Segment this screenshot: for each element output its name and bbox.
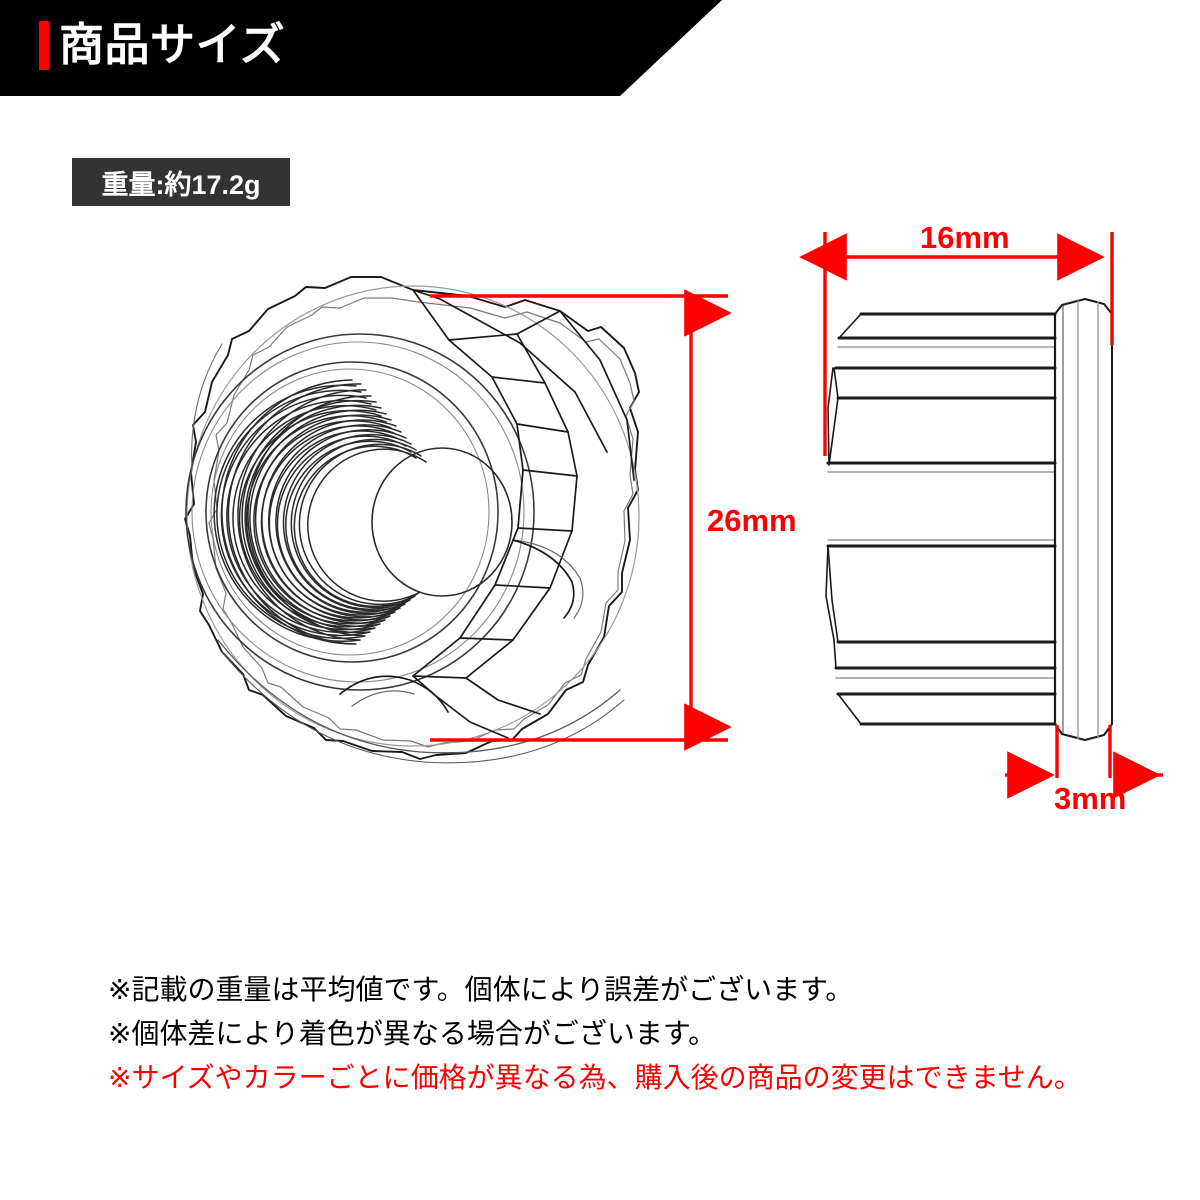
dimension-26mm [430, 289, 732, 751]
dimension-label-flange: 3mm [1054, 781, 1127, 816]
header-accent-bar [39, 21, 49, 70]
dimension-label-width: 16mm [920, 220, 1010, 255]
notes-list: ※記載の重量は平均値です。個体により誤差がございます。 ※個体差により着色が異な… [108, 968, 1128, 1100]
dimension-label-height: 26mm [707, 503, 797, 538]
note-item: ※サイズやカラーごとに価格が異なる為、購入後の商品の変更はできません。 [108, 1062, 1082, 1093]
side-view-nut-illustration [825, 298, 1113, 741]
page-title: 商品サイズ [59, 19, 286, 70]
note-item: ※個体差により着色が異なる場合がございます。 [108, 1018, 717, 1049]
thread-spiral [213, 379, 427, 645]
dimension-16mm [799, 232, 1114, 456]
front-view-nut-illustration [184, 276, 640, 764]
dimension-3mm [1005, 725, 1163, 799]
header-band [0, 0, 722, 96]
note-item: ※記載の重量は平均値です。個体により誤差がございます。 [108, 974, 854, 1005]
weight-badge-label: 重量:約17.2g [101, 169, 261, 200]
weight-badge: 重量:約17.2g [72, 158, 290, 206]
